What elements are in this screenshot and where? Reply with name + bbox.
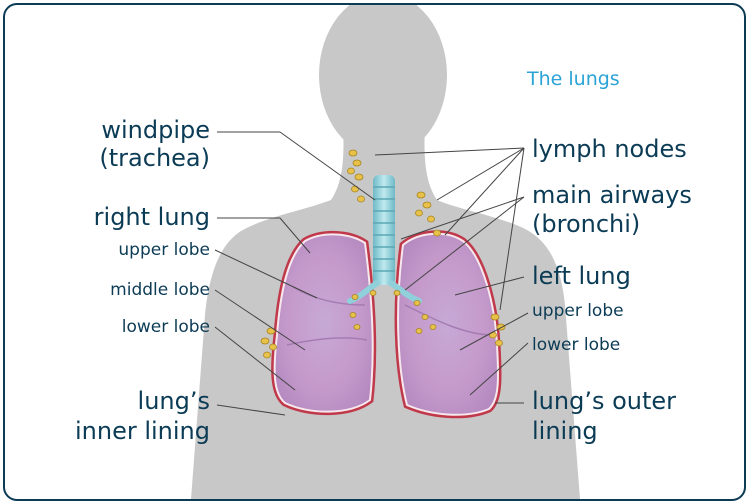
label-inner-lining-2: inner lining bbox=[75, 417, 210, 445]
label-left-upper-lobe: upper lobe bbox=[532, 301, 624, 321]
label-main-airways: main airways bbox=[532, 181, 692, 209]
label-right-lower-lobe: lower lobe bbox=[122, 317, 210, 337]
label-outer-lining-2: lining bbox=[532, 417, 598, 445]
label-right-middle-lobe: middle lobe bbox=[110, 280, 210, 300]
label-left-lung: left lung bbox=[532, 262, 631, 290]
label-inner-lining-1: lung’s bbox=[138, 387, 210, 415]
label-windpipe: windpipe bbox=[101, 116, 210, 144]
label-trachea: (trachea) bbox=[99, 144, 210, 172]
label-right-lung: right lung bbox=[94, 203, 210, 231]
label-outer-lining-1: lung’s outer bbox=[532, 387, 676, 415]
diagram-frame: The lungs windpipe (trachea) right lung … bbox=[3, 3, 746, 501]
label-left-lower-lobe: lower lobe bbox=[532, 335, 620, 355]
label-lymph-nodes: lymph nodes bbox=[532, 135, 687, 163]
label-bronchi: (bronchi) bbox=[532, 210, 640, 238]
lungs-diagram: The lungs windpipe (trachea) right lung … bbox=[5, 5, 744, 499]
label-right-upper-lobe: upper lobe bbox=[118, 240, 210, 260]
diagram-title: The lungs bbox=[526, 68, 620, 90]
